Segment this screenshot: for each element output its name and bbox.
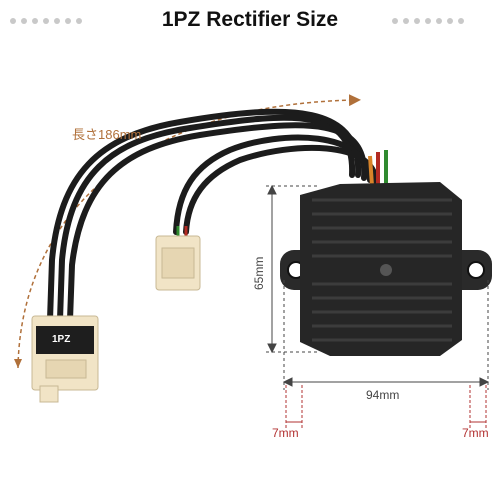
hole-right-dimension-label: 7mm xyxy=(462,426,489,440)
hole-left-dimension-label: 7mm xyxy=(272,426,299,440)
left-connector xyxy=(31,315,99,403)
dimension-lines xyxy=(266,184,490,390)
height-dimension-label: 65mm xyxy=(252,256,266,290)
wire-orange xyxy=(368,155,374,187)
decorative-dots-left xyxy=(10,18,82,24)
width-dimension-label: 94mm xyxy=(366,388,400,402)
wire-bundle-middle xyxy=(173,134,379,235)
page-title: 1PZ Rectifier Size xyxy=(161,8,339,31)
length-arc-start-arrow xyxy=(14,359,22,368)
mount-hole-right xyxy=(467,261,485,279)
hole-dimension-lines xyxy=(285,385,487,430)
cable-length-label: 長さ186mm xyxy=(72,127,142,142)
wire-bundle-left xyxy=(47,108,368,323)
middle-connector xyxy=(155,235,201,291)
decorative-dots-right xyxy=(392,18,464,24)
connector-tag-label: 1PZ xyxy=(52,334,71,345)
regulator-body xyxy=(280,182,492,356)
